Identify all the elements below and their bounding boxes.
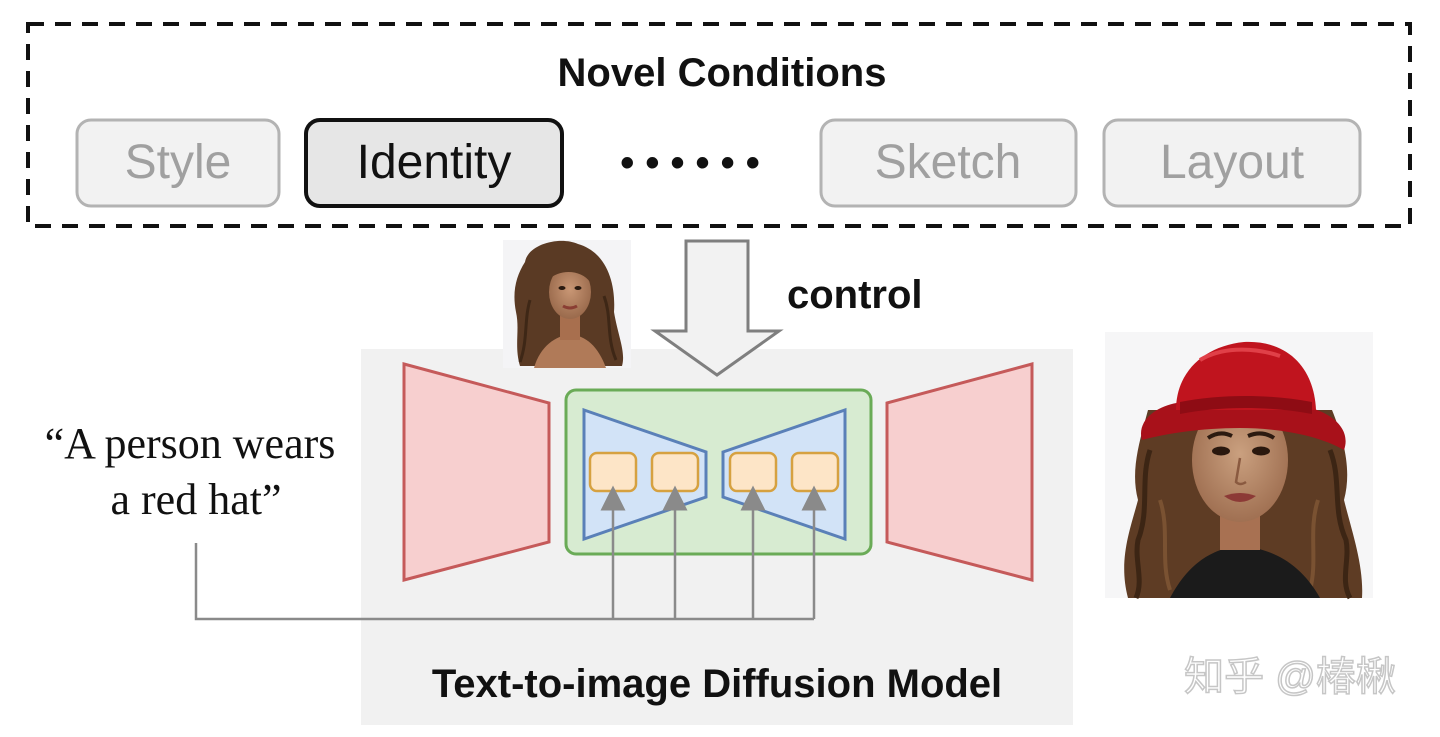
text-connectors [194,485,827,621]
output-image [1105,332,1373,600]
identity-reference-image [503,240,631,368]
condition-sketch[interactable]: Sketch [819,118,1078,208]
condition-layout-label: Layout [1160,136,1304,189]
condition-identity[interactable]: Identity [304,118,564,208]
control-arrow [650,239,784,377]
attention-block-3 [728,451,778,493]
condition-style[interactable]: Style [75,118,281,208]
prompt-line-1: “A person wears [45,419,336,468]
decoder-block [885,362,1034,582]
condition-sketch-box [819,118,1078,208]
attention-block-2 [650,451,700,493]
condition-layout-box [1102,118,1362,208]
attention-block-1 [588,451,638,493]
control-label: control [787,273,923,317]
prompt-line-2: a red hat” [111,475,282,524]
condition-layout[interactable]: Layout [1102,118,1362,208]
encoder-block [402,362,551,582]
condition-sketch-label: Sketch [875,136,1022,189]
dashed-border [26,22,1412,228]
watermark: 知乎 @椿楸 [1184,655,1396,699]
condition-style-box [75,118,281,208]
condition-identity-box [304,118,564,208]
ellipsis-dots: • • • • • • [620,141,760,185]
attention-block-4 [790,451,840,493]
condition-style-label: Style [125,136,232,189]
conditions-title: Novel Conditions [558,51,887,95]
model-label: Text-to-image Diffusion Model [432,662,1002,706]
novel-conditions-panel: Novel Conditions Style Identity • • • • … [26,22,1412,228]
condition-identity-label: Identity [357,136,512,189]
